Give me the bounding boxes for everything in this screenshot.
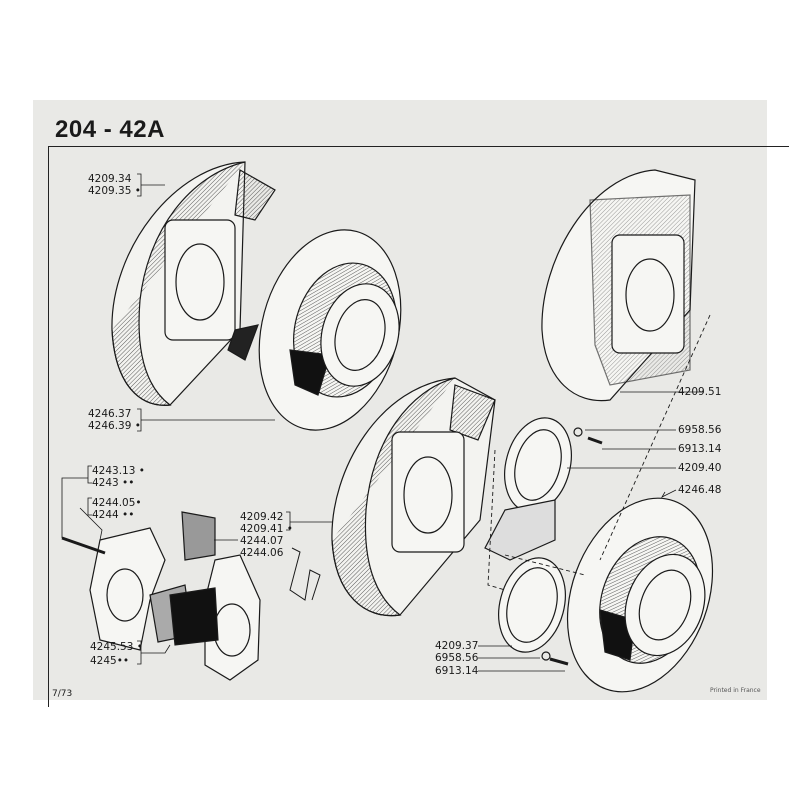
label-4246-37: 4246.37 [88,408,132,420]
page-code: 7/73 [52,689,73,699]
label-4245-53: 4245.53 • [90,641,143,653]
front-brake-disc [566,497,714,693]
rear-brake-disc [258,229,402,431]
label-4209-51: 4209.51 [678,386,722,398]
screw-top [573,427,603,445]
label-6913-14-bottom: 6913.14 [435,665,479,677]
label-4244-05: 4244.05• [92,497,142,509]
diagram-frame [48,146,789,707]
label-4209-40: 4209.40 [678,462,722,474]
seal-ring [498,557,566,653]
label-4244: 4244 •• [92,509,135,521]
leader-lines [61,173,704,672]
label-6958-56-top: 6958.56 [678,424,722,436]
label-4209-42: 4209.42 [240,511,284,523]
label-4209-37: 4209.37 [435,640,479,652]
label-4244-07: 4244.07 [240,535,284,547]
label-4246-48: 4246.48 [678,484,722,496]
caliper-bracket [484,417,572,561]
right-dust-shield [541,169,696,402]
label-4209-41: 4209.41 • [240,523,293,535]
label-6958-56-bottom: 6958.56 [435,652,479,664]
label-4209-34: 4209.34 [88,173,132,185]
label-4244-06: 4244.06 [240,547,284,559]
label-4243: 4243 •• [92,477,135,489]
assembly-lines [487,314,711,591]
front-dust-shield [331,377,496,617]
label-4246-39: 4246.39 • [88,420,141,432]
screw-bottom [541,651,569,666]
brake-caliper [61,511,321,681]
label-4209-35: 4209.35 • [88,185,141,197]
label-6913-14-top: 6913.14 [678,443,722,455]
printed-in-france: Printed in France [710,687,761,694]
rear-dust-shield [111,161,276,406]
label-4243-13: 4243.13 • [92,465,145,477]
label-4245: 4245•• [90,655,130,667]
page-title: 204 - 42A [55,116,165,143]
